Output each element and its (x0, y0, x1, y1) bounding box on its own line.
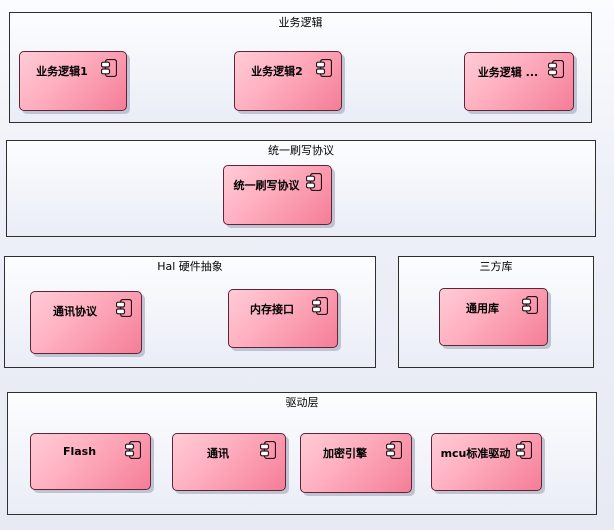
component-label: 业务逻辑1 (36, 65, 88, 78)
uml-component-icon (548, 60, 564, 78)
frame-business-logic[interactable]: 业务逻辑 业务逻辑1 业务逻辑2 业务逻辑 .. (9, 12, 592, 123)
component-flash-protocol[interactable]: 统一刷写协议 (223, 165, 332, 225)
component-business-logic-1[interactable]: 业务逻辑1 (19, 51, 127, 111)
component-label: 通讯协议 (53, 305, 97, 318)
uml-component-icon (260, 441, 276, 459)
uml-component-icon (125, 441, 141, 459)
frame-flash-protocol[interactable]: 统一刷写协议 统一刷写协议 (6, 140, 596, 237)
frame-title-flash-protocol: 统一刷写协议 (268, 144, 334, 157)
component-label: Flash (62, 445, 97, 458)
frame-driver-layer[interactable]: 驱动层 Flash 通讯 加密引擎 (7, 392, 597, 515)
component-business-logic-more[interactable]: 业务逻辑 ... (464, 52, 574, 111)
component-business-logic-2[interactable]: 业务逻辑2 (234, 51, 342, 111)
component-crypto-engine[interactable]: 加密引擎 (300, 433, 412, 493)
uml-component-icon (312, 297, 328, 315)
component-mcu-standard-driver[interactable]: mcu标准驱动 (431, 433, 542, 491)
component-memory-interface[interactable]: 内存接口 (228, 289, 338, 348)
component-flash[interactable]: Flash (30, 433, 151, 490)
uml-component-icon (316, 59, 332, 77)
component-label: 业务逻辑 ... (477, 66, 539, 79)
uml-component-icon (306, 173, 322, 191)
frame-title-driver-layer: 驱动层 (285, 396, 319, 409)
component-label: 通用库 (466, 302, 499, 315)
uml-component-icon (386, 441, 402, 459)
uml-component-icon (101, 59, 117, 77)
component-label: 内存接口 (250, 303, 294, 316)
uml-component-icon (516, 441, 532, 459)
component-comm-protocol[interactable]: 通讯协议 (30, 291, 142, 354)
uml-component-icon (522, 296, 538, 314)
component-label: 加密引擎 (323, 447, 367, 460)
component-label: 统一刷写协议 (233, 179, 300, 192)
frame-title-hal: Hal 硬件抽象 (157, 260, 223, 273)
component-label: mcu标准驱动 (440, 447, 511, 460)
frame-hal[interactable]: Hal 硬件抽象 通讯协议 内存接口 (4, 256, 376, 368)
frame-title-third-party: 三方库 (479, 260, 513, 273)
component-comm[interactable]: 通讯 (172, 433, 286, 491)
component-label: 业务逻辑2 (251, 65, 303, 78)
component-common-lib[interactable]: 通用库 (439, 288, 548, 346)
uml-component-icon (116, 299, 132, 317)
frame-third-party[interactable]: 三方库 通用库 (398, 256, 594, 368)
frame-title-business-logic: 业务逻辑 (278, 16, 323, 29)
component-label: 通讯 (207, 447, 229, 460)
